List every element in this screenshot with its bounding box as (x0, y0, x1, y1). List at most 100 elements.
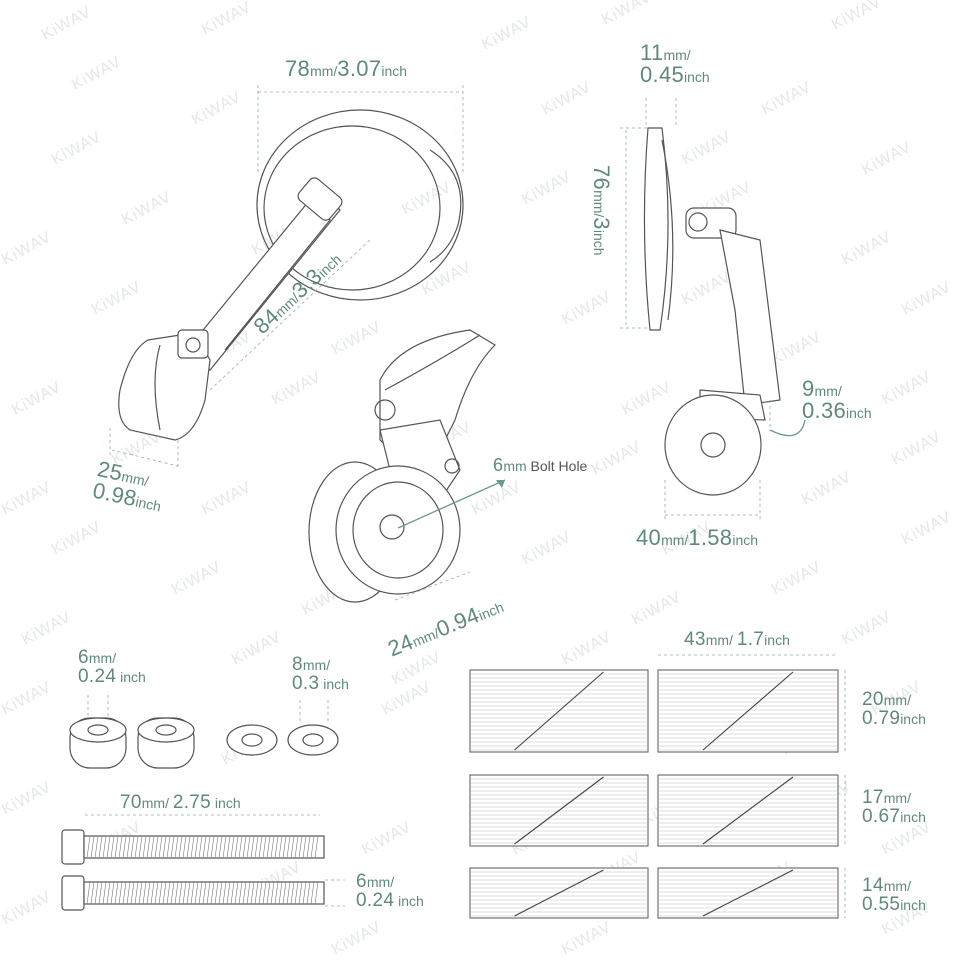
spacers (69, 695, 339, 769)
bolt-thread (146, 881, 151, 905)
bolt-thread (158, 881, 163, 905)
bolt-thread (162, 835, 167, 859)
dim-spacer: 6mm/ 0.24 inch (78, 647, 146, 687)
bolt-thread (110, 881, 115, 905)
bolt-thread (262, 881, 267, 905)
pad-cut-line (514, 776, 604, 845)
bolt-thread (310, 835, 315, 859)
bolt-thread (178, 835, 183, 859)
bolt-thread (266, 835, 271, 859)
bolt-thread (150, 881, 155, 905)
bolt-thread (90, 835, 95, 859)
bolt-thread (154, 835, 159, 859)
bolt-thread (194, 835, 199, 859)
bolt-thread (114, 881, 119, 905)
bolt-thread (138, 881, 143, 905)
bolt-thread (210, 835, 215, 859)
bolt-thread (234, 835, 239, 859)
bolt-thread (242, 881, 247, 905)
bolt-thread (174, 835, 179, 859)
bolt-thread (290, 881, 295, 905)
bolt-thread (302, 881, 307, 905)
bolt-thread (174, 881, 179, 905)
dim-mirror-width: 78mm/3.07inch (285, 56, 408, 81)
dim-pad-20: 20mm/ 0.79inch (862, 689, 926, 729)
dim-pad-14: 14mm/ 0.55inch (862, 875, 926, 915)
bolt-thread (106, 835, 111, 859)
bolt-thread (274, 835, 279, 859)
bolt-thread (314, 835, 319, 859)
bolt-thread (254, 881, 259, 905)
bolt-thread (294, 881, 299, 905)
pad-cut-line (702, 671, 794, 751)
bolt-thread (270, 881, 275, 905)
bolt-thread (258, 881, 263, 905)
bolt-thread (186, 835, 191, 859)
bolt-thread (282, 835, 287, 859)
bolt-thread (186, 881, 191, 905)
clamp-closeup-view (308, 329, 506, 603)
mirror-front-view (109, 85, 464, 470)
pad-cut-line (514, 671, 604, 751)
bolt-thread (258, 835, 263, 859)
bolt-thread (238, 881, 243, 905)
bolt-thread (202, 881, 207, 905)
bolt-thread (134, 881, 139, 905)
bolt-thread (190, 835, 195, 859)
bolt-thread (98, 835, 103, 859)
dim-bolt-diameter: 6mm/ 0.24 inch (356, 871, 424, 911)
bolt-thread (150, 835, 155, 859)
bolt-thread (246, 881, 251, 905)
bolt-thread (302, 835, 307, 859)
bolt-thread (182, 881, 187, 905)
bolt-thread (114, 835, 119, 859)
bolt-thread (230, 835, 235, 859)
bolt-thread (118, 881, 123, 905)
bolt-thread (198, 835, 203, 859)
bolt-thread (166, 835, 171, 859)
dim-bolt-length: 70mm/ 2.75 inch (120, 792, 241, 813)
bolt-thread (286, 835, 291, 859)
bolt-thread (226, 835, 231, 859)
bolt-thread (98, 881, 103, 905)
bolt-thread (238, 835, 243, 859)
bolt-thread (262, 835, 267, 859)
bolt-thread (282, 881, 287, 905)
bolt-thread (294, 835, 299, 859)
bolt-thread (122, 881, 127, 905)
bolt-thread (102, 835, 107, 859)
bolt-thread (242, 835, 247, 859)
dim-washer: 8mm/ 0.3 inch (292, 654, 349, 694)
bolt-thread (158, 835, 163, 859)
bolt-thread (214, 881, 219, 905)
dim-side-width: 40mm/1.58inch (636, 525, 759, 550)
bolt-thread (86, 835, 91, 859)
bolt-thread (250, 881, 255, 905)
dim-bolt-hole: 6mm Bolt Hole (493, 455, 588, 475)
bolt-thread (130, 835, 135, 859)
bolt-thread (138, 835, 143, 859)
bolt-thread (170, 881, 175, 905)
pad-cut-line (514, 869, 604, 917)
bolt-thread (202, 835, 207, 859)
bolt-thread (206, 835, 211, 859)
bolt-thread (198, 881, 203, 905)
bolt-thread (278, 835, 283, 859)
bolt-thread (94, 835, 99, 859)
bolts (61, 814, 345, 911)
bolt-thread (130, 881, 135, 905)
bolt-thread (254, 835, 259, 859)
mirror-side-view (620, 98, 806, 520)
bolt-thread (162, 881, 167, 905)
bolt-thread (246, 835, 251, 859)
bolt-thread (210, 881, 215, 905)
bolt-thread (270, 835, 275, 859)
bolt-thread (298, 835, 303, 859)
pad-cut-line (702, 776, 794, 845)
pad-cut-line (702, 869, 794, 917)
dim-side-offset: 9mm/ 0.36inch (802, 376, 872, 423)
bolt-thread (274, 881, 279, 905)
bolt-thread (298, 881, 303, 905)
bolt-thread (310, 881, 315, 905)
